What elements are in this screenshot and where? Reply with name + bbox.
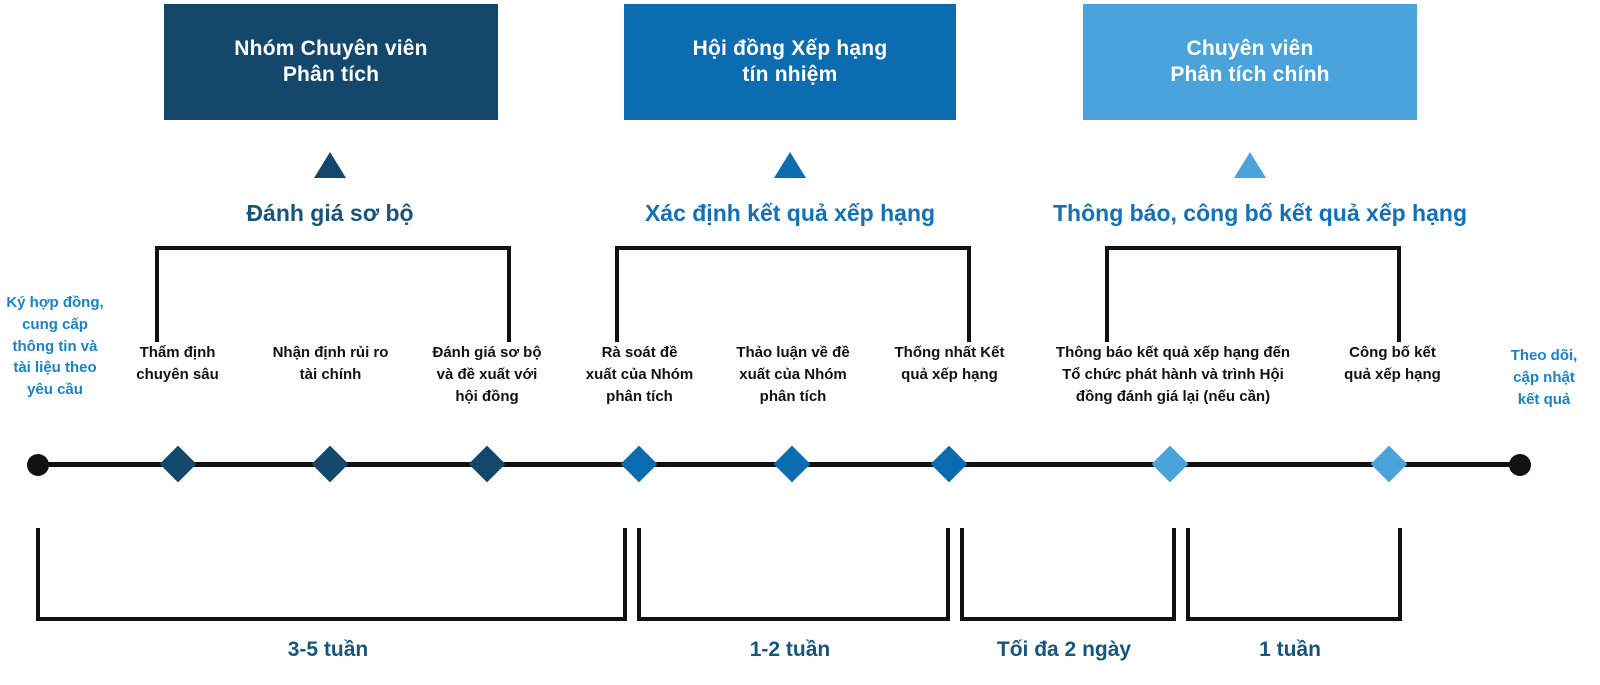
step-label-thong-bao-ket-qua-xep-hang-den-to-chuc-phat-hanh: Thông báo kết quả xếp hạng đến Tổ chức p… xyxy=(1055,344,1291,405)
step-label-cong-bo-ket-qua-xep-hang: Công bố kết quả xếp hạng xyxy=(1344,344,1441,383)
top-bracket-phase-1 xyxy=(155,246,511,342)
top-bracket-phase-2 xyxy=(615,246,971,342)
bottom-bracket-duration-toi-da-2-ngay xyxy=(960,528,1176,621)
role-box-label: Chuyên viên Phân tích chính xyxy=(1170,36,1330,86)
triangle-pointer-phase-2 xyxy=(774,152,806,178)
phase-title-danh-gia-so-bo: Đánh giá sơ bộ xyxy=(246,200,414,226)
phase-title-xac-dinh-ket-qua-xep-hang: Xác định kết quả xếp hạng xyxy=(644,200,936,226)
duration-label-1-2-tuan: 1-2 tuần xyxy=(749,638,831,661)
step-label-danh-gia-so-bo-va-de-xuat-voi-hoi-dong: Đánh giá sơ bộ và đề xuất với hội đồng xyxy=(432,344,542,405)
role-box-chuyen-vien-phan-tich-chinh: Chuyên viên Phân tích chính xyxy=(1083,4,1417,120)
timeline-marker-ra-soat-de-xuat-cua-nhom-phan-tich[interactable] xyxy=(620,445,658,483)
step-label-nhan-dinh-rui-ro-tai-chinh: Nhận định rủi ro tài chính xyxy=(272,344,389,383)
timeline-marker-thong-bao-ket-qua-xep-hang[interactable] xyxy=(1151,445,1189,483)
step-label-tham-dinh-chuyen-sau: Thẩm định chuyên sâu xyxy=(136,344,219,383)
role-box-label: Nhóm Chuyên viên Phân tích xyxy=(234,36,428,86)
timeline-end-dot xyxy=(1509,454,1531,476)
step-label-thao-luan-ve-de-xuat-cua-nhom-phan-tich: Thảo luận về đề xuất của Nhóm phân tích xyxy=(736,344,850,405)
role-box-label: Hội đồng Xếp hạng tín nhiệm xyxy=(692,36,888,86)
side-label-end: Theo dõi, cập nhật kết quả xyxy=(1510,347,1578,408)
timeline-marker-nhan-dinh-rui-ro-tai-chinh[interactable] xyxy=(311,445,349,483)
timeline-marker-tham-dinh-chuyen-sau[interactable] xyxy=(159,445,197,483)
timeline-marker-danh-gia-so-bo-va-de-xuat-voi-hoi-dong[interactable] xyxy=(468,445,506,483)
top-bracket-phase-3 xyxy=(1105,246,1401,342)
role-box-hoi-dong-xep-hang-tin-nhiem: Hội đồng Xếp hạng tín nhiệm xyxy=(624,4,956,120)
side-label-start: Ký hợp đồng, cung cấp thông tin và tài l… xyxy=(6,294,104,398)
duration-label-1-tuan: 1 tuần xyxy=(1259,638,1321,661)
duration-label-3-5-tuan: 3-5 tuần xyxy=(287,638,369,661)
bottom-bracket-duration-3-5-tuan xyxy=(36,528,627,621)
triangle-pointer-phase-1 xyxy=(314,152,346,178)
timeline-start-dot xyxy=(27,454,49,476)
duration-label-toi-da-2-ngay: Tối đa 2 ngày xyxy=(996,638,1132,661)
timeline-marker-thao-luan-ve-de-xuat-cua-nhom-phan-tich[interactable] xyxy=(773,445,811,483)
timeline-marker-cong-bo-ket-qua-xep-hang[interactable] xyxy=(1370,445,1408,483)
triangle-pointer-phase-3 xyxy=(1234,152,1266,178)
bottom-bracket-duration-1-tuan xyxy=(1186,528,1402,621)
role-box-nhom-chuyen-vien-phan-tich: Nhóm Chuyên viên Phân tích xyxy=(164,4,498,120)
timeline-marker-thong-nhat-ket-qua-xep-hang[interactable] xyxy=(930,445,968,483)
phase-title-thong-bao-cong-bo-ket-qua-xep-hang: Thông báo, công bố kết quả xếp hạng xyxy=(1053,200,1467,226)
step-label-thong-nhat-ket-qua-xep-hang: Thống nhất Kết quả xếp hạng xyxy=(894,344,1005,383)
step-label-ra-soat-de-xuat-cua-nhom-phan-tich: Rà soát đề xuất của Nhóm phân tích xyxy=(585,344,694,405)
bottom-bracket-duration-1-2-tuan xyxy=(637,528,950,621)
